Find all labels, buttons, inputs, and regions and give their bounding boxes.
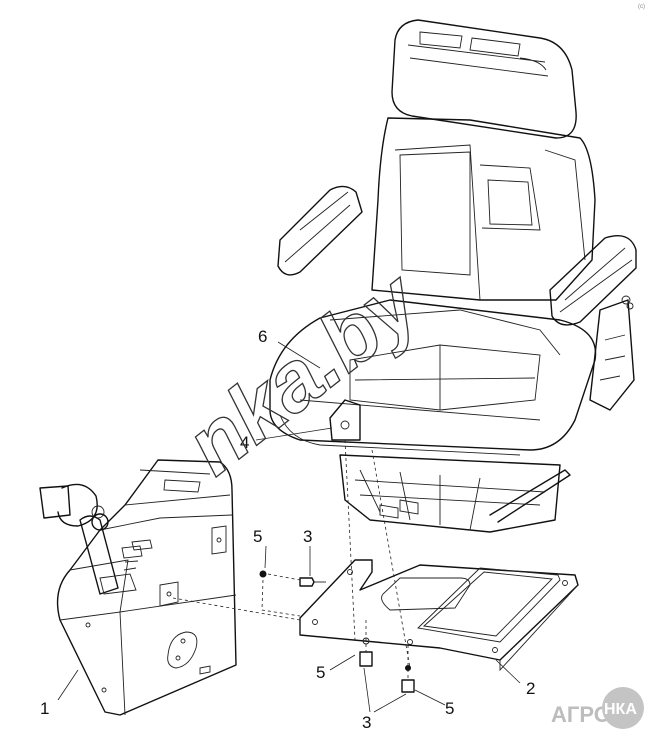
agronka-logo: АГРО НКА	[551, 687, 644, 729]
logo-circle	[602, 687, 644, 729]
logo-text-part1: АГРО	[551, 702, 611, 727]
callout-4: 4	[240, 433, 249, 452]
callout-6: 6	[258, 327, 267, 346]
control-console	[39, 459, 237, 716]
callout-5-upper: 5	[253, 527, 262, 546]
callout-5-lower-right: 5	[445, 699, 454, 718]
fasteners	[259, 570, 415, 693]
callout-labels: 6 4 5 3 5 5 3 1 2	[40, 327, 535, 732]
logo-text-part2: НКА	[604, 701, 637, 718]
callout-2: 2	[526, 679, 535, 698]
corner-mark: (c)	[638, 4, 645, 10]
assembly-lines	[172, 439, 411, 680]
operator-seat	[269, 19, 637, 533]
leader-lines	[57, 341, 521, 713]
mounting-plate	[299, 559, 579, 672]
callout-3-lower: 3	[362, 713, 371, 732]
callout-1: 1	[40, 699, 49, 718]
callout-5-lower-left: 5	[316, 663, 325, 682]
callout-3-upper: 3	[303, 527, 312, 546]
watermark-text: nka.by	[168, 252, 439, 493]
